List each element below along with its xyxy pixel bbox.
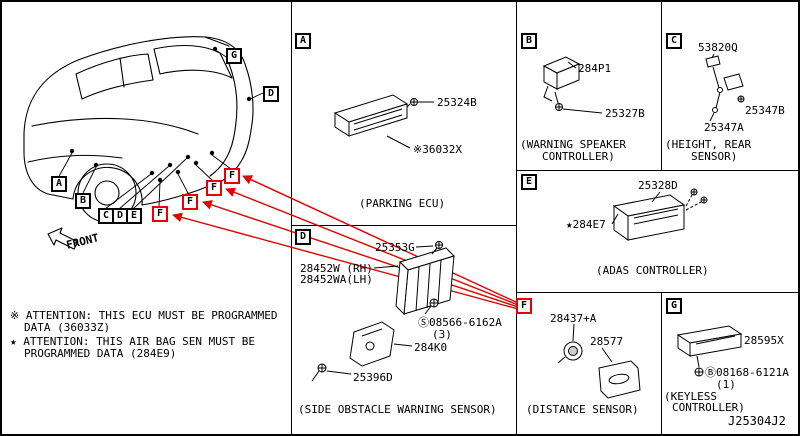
warning-speaker-drawing [542,56,603,114]
note-line: DATA (36033Z) [24,321,111,334]
bolt-icon [410,98,418,106]
bolt-icon [435,241,443,249]
section-callout-b: B [521,33,537,49]
part-qty-08566: (3) [432,328,452,341]
part-number-28577: 28577 [590,335,624,348]
section-callout-a: A [295,33,311,49]
bolt-icon [737,95,745,103]
part-number-25353g: 25353G [375,241,415,254]
screw-icon [424,298,439,315]
section-callout-d: D [295,229,311,245]
part-number-28452w: 28452W (RH) [300,262,373,275]
screw-icon [694,367,704,377]
section-title-g-1: (KEYLESS [664,390,717,403]
part-qty-08168: (1) [716,378,736,391]
section-callout-f: F [516,298,532,314]
section-title-c-1: (HEIGHT, REAR [665,138,752,151]
car-illustration [23,36,264,250]
section-title-f: (DISTANCE SENSOR) [526,403,639,416]
section-title-d: (SIDE OBSTACLE WARNING SENSOR) [298,403,497,416]
section-callout-c: C [666,33,682,49]
part-number-25347b: 25347B [745,104,785,117]
keyless-controller-drawing [676,325,743,377]
part-number-284p1: 284P1 [578,62,612,75]
callout-leaders [57,50,264,210]
note-line: ★ ATTENTION: THIS AIR BAG SEN MUST BE [10,335,256,348]
car-callout-e: E [126,208,142,224]
part-number-25396d: 25396D [353,371,393,384]
part-number-25327b: 25327B [605,107,645,120]
part-number-284e7: ★284E7 [566,218,606,231]
part-number-25347a: 25347A [704,121,744,134]
section-callout-g: G [666,298,682,314]
side-obstacle-sensor-drawing [311,241,455,382]
car-callout-b: B [75,193,91,209]
part-number-28595x: 28595X [744,334,784,347]
part-number-08168: Ⓑ08168-6121A [705,366,789,379]
car-callout-g: G [226,48,242,64]
section-title-b-2: CONTROLLER) [542,150,615,163]
section-title-e: (ADAS CONTROLLER) [596,264,709,277]
section-title-b-1: (WARNING SPEAKER [520,138,626,151]
car-callout-f-4: F [224,168,240,184]
section-title-a: (PARKING ECU) [359,197,446,210]
part-number-25328d: 25328D [638,179,678,192]
adas-controller-drawing [611,188,708,241]
car-callout-f-1: F [152,206,168,222]
part-number-28437a: 28437+A [550,312,597,325]
part-number-28452wa: 28452WA(LH) [300,273,373,286]
parking-ecu-drawing [333,94,434,149]
sensor-dots [69,46,252,183]
car-callout-a: A [51,176,67,192]
bolt-icon [690,188,698,196]
section-dividers [291,2,798,434]
section-title-c-2: SENSOR) [691,150,738,163]
part-number-08566: Ⓢ08566-6162A [418,316,502,329]
diagram-code: J25304J2 [728,414,786,428]
note-line: ※ ATTENTION: THIS ECU MUST BE PROGRAMMED [10,309,278,322]
bolt-icon [700,196,708,204]
note-line: PROGRAMMED DATA (284E9) [24,347,177,360]
height-sensor-drawing [705,53,745,122]
part-number-284k0: 284K0 [414,341,448,354]
screw-icon [311,363,327,382]
distance-sensor-drawing [557,323,641,399]
section-callout-e: E [521,174,537,190]
f-location-arrows [172,175,519,310]
part-number-25324b: 25324B [437,96,477,109]
part-number-53820q: 53820Q [698,41,738,54]
bolt-icon [555,103,563,111]
front-arrow-icon [47,227,79,250]
car-callout-f-2: F [182,194,198,210]
car-callout-f-3: F [206,180,222,196]
part-number-36032x: ※36032X [413,143,462,156]
section-title-g-2: CONTROLLER) [672,401,745,414]
car-callout-d-upper: D [263,86,279,102]
